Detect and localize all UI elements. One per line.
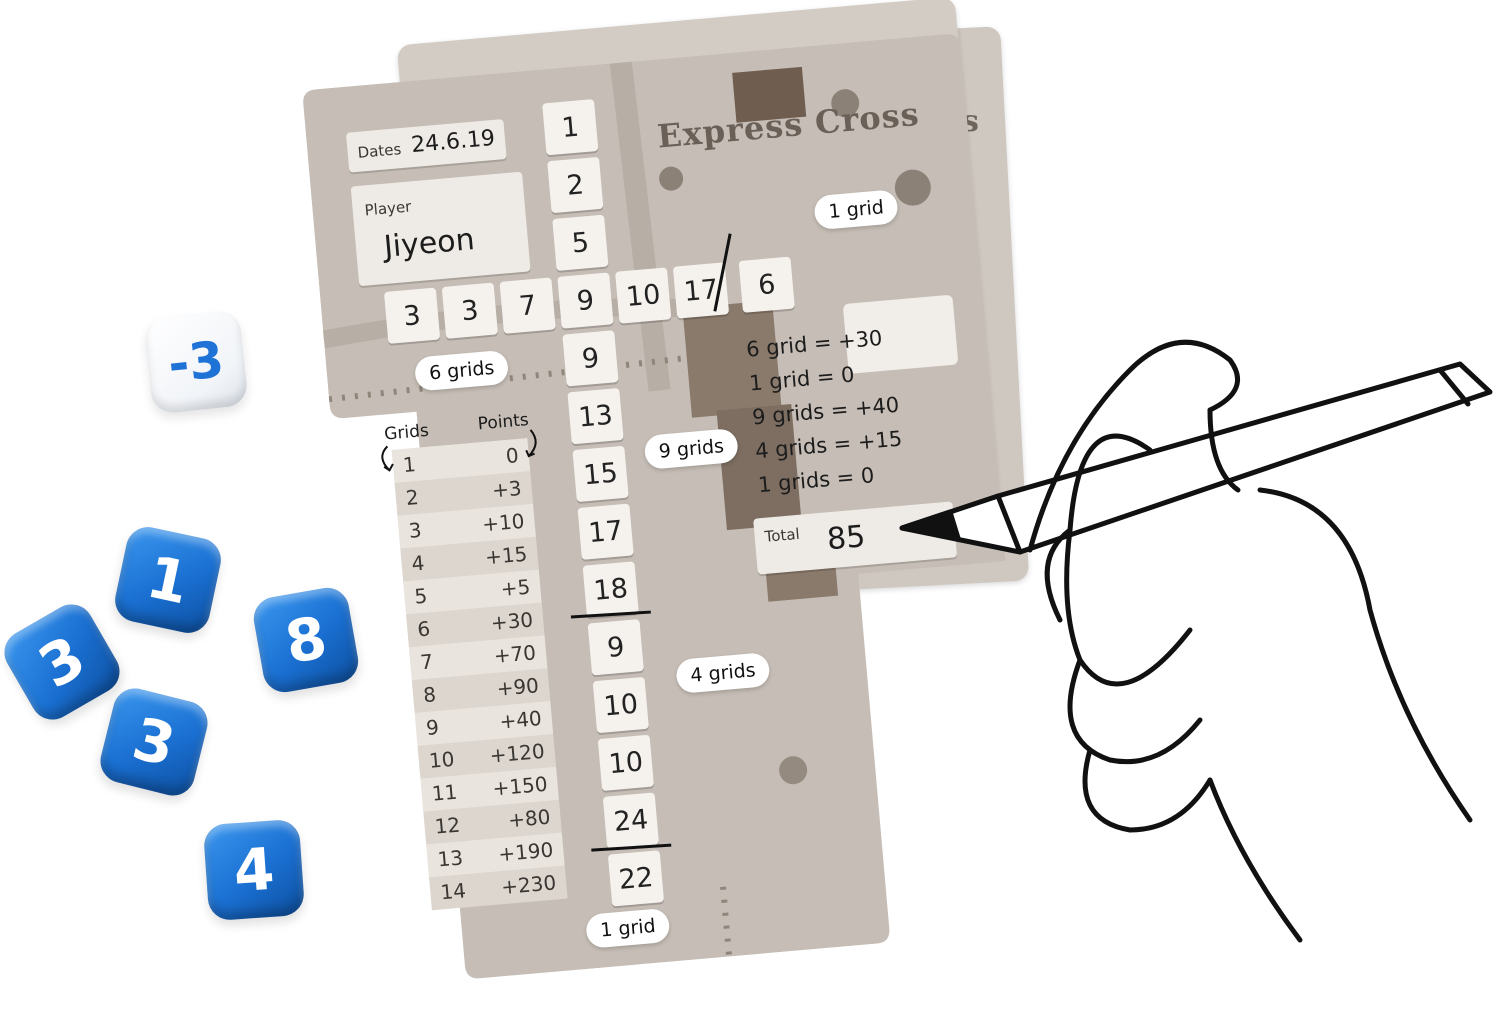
die-blue: 1 <box>111 523 225 637</box>
die-blue: 4 <box>202 818 306 922</box>
building-roof <box>732 66 807 123</box>
separator-strokes <box>570 233 732 852</box>
hand-pencil-illustration <box>899 339 1493 943</box>
building-roof <box>716 404 802 531</box>
building-roof <box>682 300 782 418</box>
score-sheet: Express Cross Dates 24.6.19 Player Jiyeo… <box>302 33 1038 987</box>
total-value: 85 <box>825 519 867 558</box>
die-blue: 3 <box>0 596 128 728</box>
die-blue: 3 <box>95 683 213 801</box>
building-white <box>843 295 958 374</box>
die-blue: 8 <box>250 584 362 696</box>
die-white: -3 <box>143 309 249 415</box>
table-arrows <box>381 429 537 472</box>
total-label: Total <box>763 524 801 546</box>
